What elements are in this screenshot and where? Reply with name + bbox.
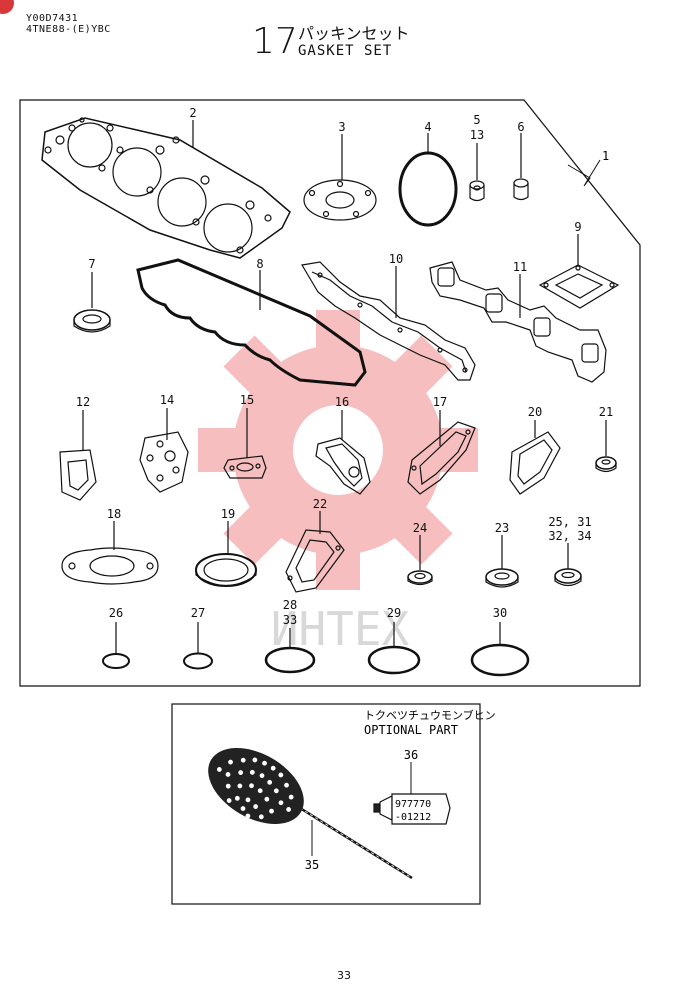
part-18-oval-gasket xyxy=(61,547,159,585)
main-frame xyxy=(19,99,641,687)
part-35-brush xyxy=(208,748,413,880)
part-4-o-ring xyxy=(398,151,458,227)
part-9-square-gasket xyxy=(538,264,620,309)
part-16-water-pump-gasket xyxy=(315,437,371,495)
part-11-exhaust-gasket xyxy=(429,261,607,383)
model-code: 4TNE88-(E)YBC xyxy=(26,24,111,35)
callout-25-31: 25, 31 xyxy=(548,515,591,529)
callout-24: 24 xyxy=(413,521,427,535)
callout-9: 9 xyxy=(574,220,581,234)
part-5-seal xyxy=(469,180,485,202)
part-26-o-ring xyxy=(102,653,130,669)
part-20-gasket xyxy=(509,431,561,495)
leader-1 xyxy=(567,159,601,187)
part-8-head-cover-gasket xyxy=(136,258,367,387)
part-30-o-ring xyxy=(470,643,530,677)
callout-36: 36 xyxy=(404,748,418,762)
part-24-washer xyxy=(407,570,433,586)
part-19-ring-gasket xyxy=(195,553,257,587)
part-12-gasket xyxy=(59,449,97,501)
callout-32-34: 32, 34 xyxy=(548,529,591,543)
callout-19: 19 xyxy=(221,507,235,521)
callout-33: 33 xyxy=(283,613,297,627)
callout-23: 23 xyxy=(495,521,509,535)
callout-15: 15 xyxy=(240,393,254,407)
watermark-gear xyxy=(198,310,478,590)
callout-5: 5 xyxy=(473,113,480,127)
part-21-washer xyxy=(595,456,617,473)
callout-12: 12 xyxy=(76,395,90,409)
callout-7: 7 xyxy=(88,257,95,271)
part-27-o-ring xyxy=(183,652,213,670)
page-number: 33 xyxy=(337,969,351,982)
callout-28: 28 xyxy=(283,598,297,612)
callout-3: 3 xyxy=(338,120,345,134)
part-2-head-gasket xyxy=(41,117,291,259)
callout-1: 1 xyxy=(602,149,609,163)
optional-part-frame xyxy=(171,703,481,905)
part-23-washer xyxy=(485,568,519,588)
document-code: Y00D7431 xyxy=(26,13,79,24)
callout-13: 13 xyxy=(470,128,484,142)
callout-14: 14 xyxy=(160,393,174,407)
callout-16: 16 xyxy=(335,395,349,409)
callout-17: 17 xyxy=(433,395,447,409)
corner-mark xyxy=(0,0,14,14)
section-number: 17 xyxy=(252,21,298,62)
part-22-gasket xyxy=(285,529,345,593)
callout-35: 35 xyxy=(305,858,319,872)
callout-26: 26 xyxy=(109,606,123,620)
part-17-gasket xyxy=(407,421,476,495)
part-25-washer xyxy=(554,568,582,587)
callout-18: 18 xyxy=(107,507,121,521)
section-title-en: GASKET SET xyxy=(298,43,393,59)
callout-21: 21 xyxy=(599,405,613,419)
part-14-gasket xyxy=(139,431,189,493)
part-15-gasket xyxy=(223,455,267,479)
optional-title-jp: トクベツチュウモンブヒン xyxy=(364,708,496,722)
part-6-seal xyxy=(513,178,529,201)
callout-30: 30 xyxy=(493,606,507,620)
callout-4: 4 xyxy=(424,120,431,134)
callout-29: 29 xyxy=(387,606,401,620)
tube-label-2: -01212 xyxy=(395,812,431,823)
callout-2: 2 xyxy=(189,106,196,120)
callout-20: 20 xyxy=(528,405,542,419)
tube-label-1: 977770 xyxy=(395,799,431,810)
part-7-oil-seal xyxy=(73,309,111,333)
callout-11: 11 xyxy=(513,260,527,274)
part-36-sealant-tube xyxy=(373,793,451,825)
callout-8: 8 xyxy=(256,257,263,271)
optional-title-en: OPTIONAL PART xyxy=(364,723,458,737)
section-title-jp: パッキンセット xyxy=(298,24,410,43)
part-3-flange-gasket xyxy=(303,179,377,221)
callout-27: 27 xyxy=(191,606,205,620)
callout-10: 10 xyxy=(389,252,403,266)
callout-6: 6 xyxy=(517,120,524,134)
callout-22: 22 xyxy=(313,497,327,511)
part-10-intake-gasket xyxy=(301,261,476,381)
